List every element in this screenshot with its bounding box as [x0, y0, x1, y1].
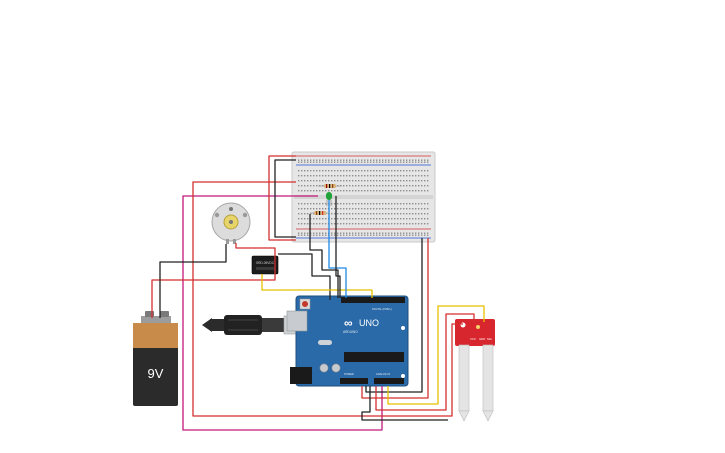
atmega-chip [344, 352, 404, 362]
digital-header-label: DIGITAL (PWM~) [372, 307, 392, 311]
wire-black-relay[interactable] [278, 253, 331, 300]
relay-label: SRD-05VDC [256, 261, 275, 265]
sensor-pin-label: GND [479, 337, 485, 341]
wire-magenta[interactable] [182, 195, 383, 431]
wire-red-outer[interactable] [192, 181, 463, 417]
soil-moisture-sensor[interactable]: VCC GND SIG [455, 319, 495, 422]
wire-red-sensor[interactable] [375, 313, 475, 411]
sensor-pin-label: SIG [487, 337, 492, 341]
dc-motor[interactable] [211, 202, 251, 244]
resistor-upper[interactable] [318, 184, 342, 188]
usb-cable[interactable] [202, 315, 301, 335]
analog-header-label: ANALOG IN [376, 372, 390, 376]
battery-9v[interactable]: 9V [133, 311, 178, 406]
battery-label: 9V [148, 366, 164, 381]
wire-black-gnd[interactable] [309, 214, 339, 298]
arduino-uno-board[interactable]: ∞ UNO ARDUINO DIGITAL (PWM~) ANALOG IN P… [286, 295, 409, 387]
relay-module[interactable]: SRD-05VDC [251, 255, 279, 275]
breadboard[interactable] [291, 151, 436, 243]
wire-black-battery[interactable] [159, 244, 227, 318]
wire-red-right[interactable] [361, 238, 429, 399]
power-header[interactable] [340, 378, 368, 384]
arduino-brand-label: ARDUINO [343, 330, 358, 334]
arduino-logo-symbol: ∞ [344, 316, 353, 330]
wire-blue[interactable] [328, 198, 347, 298]
breadboard-holes [298, 159, 429, 236]
digital-header[interactable] [341, 297, 405, 303]
wire-yellow-sensor[interactable] [387, 305, 485, 405]
power-header-label: POWER [344, 372, 354, 376]
wire-red-motor[interactable] [151, 243, 276, 318]
arduino-model-label: UNO [359, 318, 379, 328]
sensor-pin-label: VCC [470, 337, 476, 341]
wire-black-right[interactable] [365, 238, 423, 393]
wire-rail-left-red[interactable] [268, 155, 296, 241]
wire-black-sensor[interactable] [361, 386, 448, 421]
resistor-lower[interactable] [310, 211, 330, 215]
wire-yellow-relay[interactable] [261, 274, 373, 298]
led-green[interactable] [326, 192, 332, 206]
analog-header[interactable] [374, 378, 404, 384]
wire-rail-left[interactable] [274, 159, 296, 238]
